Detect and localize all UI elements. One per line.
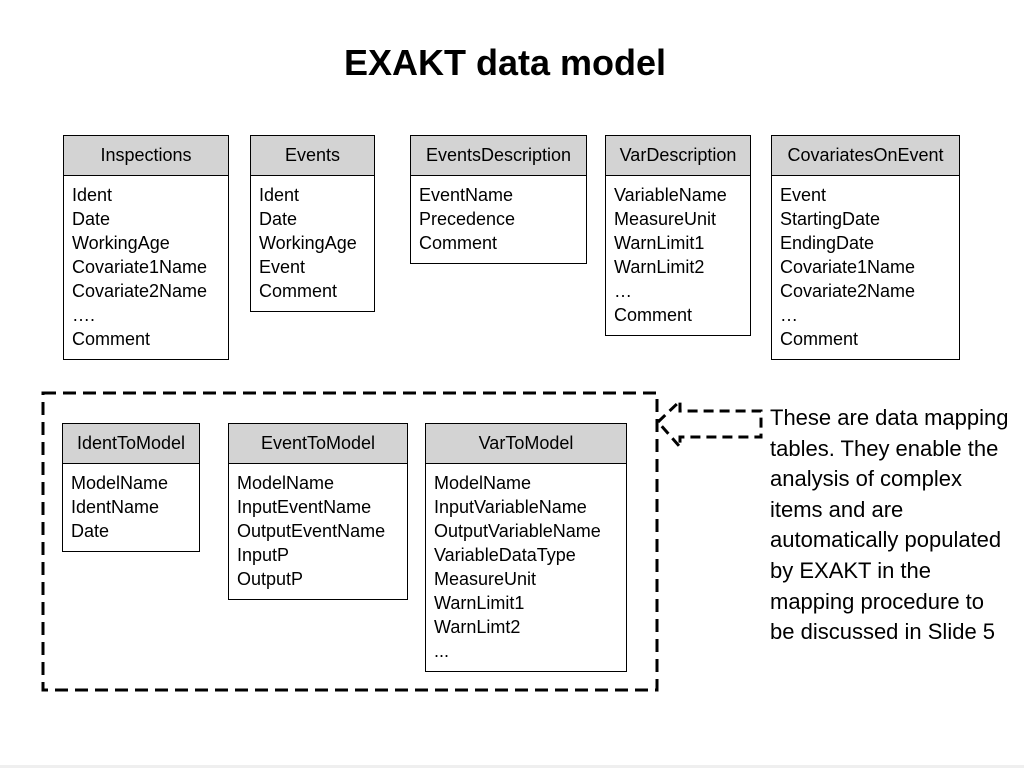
table-field: OutputVariableName xyxy=(434,521,601,541)
table-field: ... xyxy=(434,641,450,661)
table-field: EventName xyxy=(419,185,514,205)
table-field: Comment xyxy=(614,305,693,325)
table-field: WarnLimit1 xyxy=(614,233,705,253)
table-fields: Ident Date WorkingAge Event Comment xyxy=(251,176,374,311)
table-field: Comment xyxy=(780,329,859,349)
table-inspections: Inspections Ident Date WorkingAge Covari… xyxy=(63,135,229,360)
page-title: EXAKT data model xyxy=(343,42,667,83)
table-header: Inspections xyxy=(64,136,228,176)
table-field: Event xyxy=(259,257,306,277)
table-field: Date xyxy=(71,521,110,541)
table-field: EndingDate xyxy=(780,233,875,253)
table-header: CovariatesOnEvent xyxy=(772,136,959,176)
table-field: Covariate2Name xyxy=(780,281,916,301)
table-field: Date xyxy=(72,209,111,229)
table-eventsdescription: EventsDescription EventName Precedence C… xyxy=(410,135,587,264)
table-vardescription: VarDescription VariableName MeasureUnit … xyxy=(605,135,751,336)
table-header: IdentToModel xyxy=(63,424,199,464)
table-field: … xyxy=(614,281,632,301)
table-field: StartingDate xyxy=(780,209,881,229)
table-field: Covariate1Name xyxy=(780,257,916,277)
table-field: … xyxy=(780,305,798,325)
table-eventtomodel: EventToModel ModelName InputEventName Ou… xyxy=(228,423,408,600)
callout-note: These are data mapping tables. They enab… xyxy=(770,405,1009,645)
table-header: VarToModel xyxy=(426,424,626,464)
table-field: MeasureUnit xyxy=(614,209,717,229)
table-header: Events xyxy=(251,136,374,176)
table-field: WorkingAge xyxy=(72,233,170,253)
table-fields: VariableName MeasureUnit WarnLimit1 Warn… xyxy=(606,176,750,335)
table-field: VariableDataType xyxy=(434,545,576,565)
table-fields: EventName Precedence Comment xyxy=(411,176,586,263)
table-fields: Ident Date WorkingAge Covariate1Name Cov… xyxy=(64,176,228,359)
table-header: EventsDescription xyxy=(411,136,586,176)
table-field: …. xyxy=(72,305,96,325)
slide-bottom-rule xyxy=(0,765,1024,768)
table-field: Ident xyxy=(259,185,300,205)
table-field: Date xyxy=(259,209,298,229)
table-header: EventToModel xyxy=(229,424,407,464)
table-field: ModelName xyxy=(71,473,169,493)
table-field: WarnLimit2 xyxy=(614,257,705,277)
table-field: Comment xyxy=(72,329,151,349)
table-field: InputVariableName xyxy=(434,497,587,517)
table-field: OutputEventName xyxy=(237,521,386,541)
table-field: InputP xyxy=(237,545,290,565)
table-field: VariableName xyxy=(614,185,727,205)
table-field: Covariate1Name xyxy=(72,257,208,277)
table-field: WorkingAge xyxy=(259,233,357,253)
table-field: MeasureUnit xyxy=(434,569,537,589)
callout-arrow xyxy=(655,397,763,451)
table-events: Events Ident Date WorkingAge Event Comme… xyxy=(250,135,375,312)
table-fields: ModelName InputEventName OutputEventName… xyxy=(229,464,407,599)
table-field: Covariate2Name xyxy=(72,281,208,301)
table-field: Precedence xyxy=(419,209,516,229)
table-field: InputEventName xyxy=(237,497,372,517)
table-vartomodel: VarToModel ModelName InputVariableName O… xyxy=(425,423,627,672)
table-field: IdentName xyxy=(71,497,160,517)
table-field: OutputP xyxy=(237,569,304,589)
table-field: Comment xyxy=(259,281,338,301)
table-field: WarnLimt2 xyxy=(434,617,521,637)
table-fields: ModelName IdentName Date xyxy=(63,464,199,551)
table-field: ModelName xyxy=(237,473,335,493)
table-field: Event xyxy=(780,185,827,205)
table-fields: ModelName InputVariableName OutputVariab… xyxy=(426,464,626,671)
table-fields: Event StartingDate EndingDate Covariate1… xyxy=(772,176,959,359)
table-field: Comment xyxy=(419,233,498,253)
table-field: Ident xyxy=(72,185,113,205)
table-covariatesonevent: CovariatesOnEvent Event StartingDate End… xyxy=(771,135,960,360)
table-identtomodel: IdentToModel ModelName IdentName Date xyxy=(62,423,200,552)
table-field: WarnLimit1 xyxy=(434,593,525,613)
table-header: VarDescription xyxy=(606,136,750,176)
table-field: ModelName xyxy=(434,473,532,493)
